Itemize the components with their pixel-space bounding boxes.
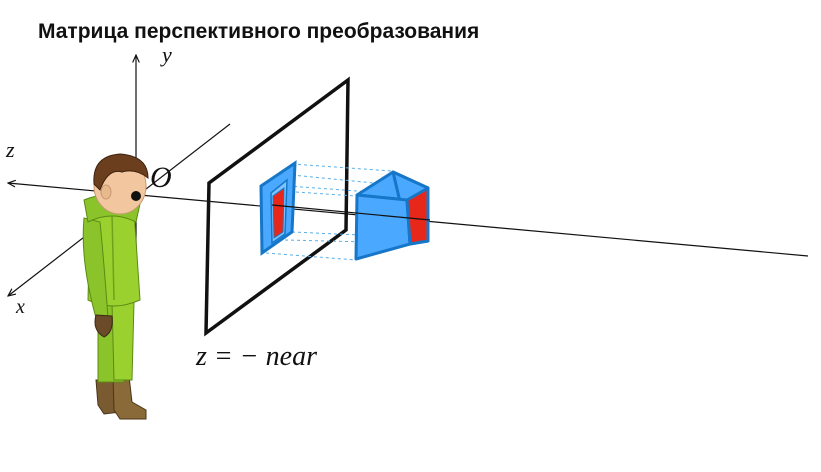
y-axis-label: y: [160, 42, 172, 67]
z-axis-label: z: [5, 137, 15, 162]
x-axis-label: x: [15, 296, 25, 318]
z-axis-overlay: [271, 204, 431, 221]
near-plane-label: z = − near: [195, 341, 317, 372]
projected-object: [259, 160, 297, 256]
near-plane: [204, 76, 350, 337]
scene-object: [354, 170, 430, 261]
boy-figure-icon: [82, 153, 149, 420]
origin-label: O: [150, 161, 172, 194]
diagram-title: Матрица перспективного преобразования: [38, 20, 480, 43]
origin-point: [131, 191, 141, 201]
